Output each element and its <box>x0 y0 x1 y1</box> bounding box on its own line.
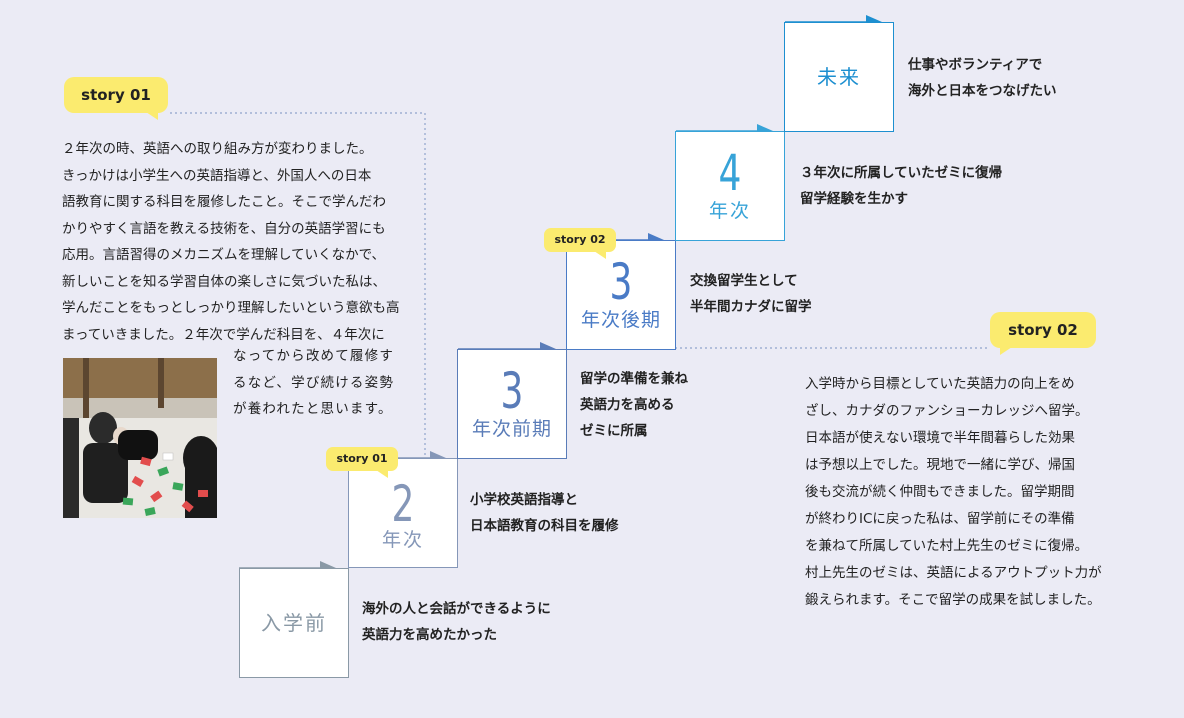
story01-line: きっかけは小学生への英語指導と、外国人への日本 <box>62 167 372 184</box>
step-4nenji: 4 年次 <box>675 131 785 241</box>
story01-line: ２年次の時、英語への取り組み方が変わりました。 <box>62 141 373 157</box>
story01-line: が養われたと思います。 <box>233 401 393 417</box>
story02-line: 村上先生のゼミは、英語によるアウトプット力が <box>805 565 1102 581</box>
story01-tag: story 01 <box>64 77 168 120</box>
step-label: 年次 <box>381 529 424 551</box>
step-3nenji-kouki: 3 年次後期 <box>566 240 676 350</box>
step-nyugakumae: 入学前 <box>239 568 349 678</box>
step-label: 入学前 <box>261 611 327 635</box>
step-2nenji: 2 年次 <box>348 458 458 568</box>
caption-line: 英語力を高める <box>580 397 675 413</box>
story01-line: 語教育に関する科目を履修したこと。そこで学んだわ <box>62 194 386 210</box>
caption-mirai: 仕事やボランティアで 海外と日本をつなげたい <box>908 52 1057 104</box>
story02-small-tag: story 02 <box>544 228 616 259</box>
caption-nyugakumae: 海外の人と会話ができるように 英語力を高めたかった <box>362 596 551 648</box>
story01-line: まっていきました。２年次で学んだ科目を、４年次に <box>62 326 385 343</box>
caption-line: ３年次に所属していたゼミに復帰 <box>800 165 1003 181</box>
step-number: 3 <box>609 253 633 311</box>
caption-line: 海外と日本をつなげたい <box>908 83 1057 99</box>
caption-line: 半年間カナダに留学 <box>690 299 812 315</box>
story01-line: 新しいことを知る学習自体の楽しさに気づいた私は、 <box>62 273 386 290</box>
caption-line: 海外の人と会話ができるように <box>362 601 551 617</box>
step-label: 年次 <box>708 200 751 222</box>
caption-2nenji: 小学校英語指導と 日本語教育の科目を履修 <box>470 487 619 539</box>
story01-dotted-connector <box>170 112 426 458</box>
story01-line: るなど、学び続ける姿勢 <box>233 374 395 391</box>
story02-line: を兼ねて所属していた村上先生のゼミに復帰。 <box>805 538 1089 554</box>
story01-line: 学んだことをもっとしっかり理解したいという意欲も高 <box>62 300 400 316</box>
caption-line: 留学経験を生かす <box>800 191 908 207</box>
story02-line: が終わりICに戻った私は、留学前にその準備 <box>805 511 1075 527</box>
step-3nenji-zenki: 3 年次前期 <box>457 349 567 459</box>
caption-4nenji: ３年次に所属していたゼミに復帰 留学経験を生かす <box>800 160 1002 212</box>
story02-line: ざし、カナダのファンショーカレッジへ留学。 <box>805 403 1089 419</box>
step-label: 年次前期 <box>471 418 552 440</box>
story02-line: 鍛えられます。そこで留学の成果を試しました。 <box>805 592 1101 608</box>
caption-line: 仕事やボランティアで <box>908 57 1043 73</box>
story01-small-tag: story 01 <box>326 447 398 478</box>
story02-line: は予想以上でした。現地で一緒に学び、帰国 <box>805 457 1075 473</box>
story02-line: 日本語が使えない環境で半年間暮らした効果 <box>805 430 1075 446</box>
step-mirai: 未来 <box>784 22 894 132</box>
story01-text: ２年次の時、英語への取り組み方が変わりました。 きっかけは小学生への英語指導と、… <box>62 136 400 348</box>
step-number: 2 <box>391 475 415 533</box>
story02-line: 後も交流が続く仲間もできました。留学期間 <box>805 484 1075 500</box>
story01-wrap-text: なってから改めて履修す るなど、学び続ける姿勢 が養われたと思います。 <box>233 343 394 423</box>
step-label: 未来 <box>817 65 861 89</box>
caption-3nenji-kouki: 交換留学生として 半年間カナダに留学 <box>690 268 812 320</box>
story02-line: 入学時から目標としていた英語力の向上をめ <box>805 376 1075 392</box>
caption-3nenji-zenki: 留学の準備を兼ね 英語力を高める ゼミに所属 <box>580 366 688 444</box>
step-number: 4 <box>718 144 742 202</box>
caption-line: 英語力を高めたかった <box>362 627 497 643</box>
story02-tag: story 02 <box>990 312 1096 355</box>
classroom-photo <box>63 358 217 518</box>
story01-line: 応用。言語習得のメカニズムを理解していくなかで、 <box>62 247 386 263</box>
step-label: 年次後期 <box>580 309 661 331</box>
caption-line: 交換留学生として <box>690 273 798 289</box>
story01-line: なってから改めて履修す <box>233 348 395 364</box>
story01-line: かりやすく言語を教える技術を、自分の英語学習にも <box>62 220 386 237</box>
caption-line: 日本語教育の科目を履修 <box>470 518 619 534</box>
caption-line: 小学校英語指導と <box>470 492 578 508</box>
caption-line: 留学の準備を兼ね <box>580 371 688 387</box>
step-number: 3 <box>500 362 524 420</box>
caption-line: ゼミに所属 <box>580 423 648 439</box>
story02-text: 入学時から目標としていた英語力の向上をめ ざし、カナダのファンショーカレッジへ留… <box>805 371 1102 614</box>
